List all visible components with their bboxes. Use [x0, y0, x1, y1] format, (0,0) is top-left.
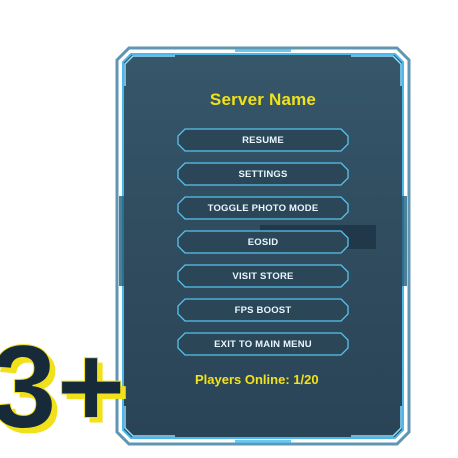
toggle-photo-mode-button[interactable]: TOGGLE PHOTO MODE	[177, 196, 349, 220]
eosid-label: EOSID	[247, 236, 279, 248]
server-name-title: Server Name	[209, 90, 317, 109]
settings-button[interactable]: SETTINGS	[177, 162, 349, 186]
pause-menu-panel: Server Name RESUME SETTINGS TOGGLE PHOTO…	[115, 46, 411, 446]
exit-to-main-menu-label: EXIT TO MAIN MENU	[214, 338, 312, 350]
visit-store-label: VISIT STORE	[232, 270, 294, 282]
logo-text-shadow: 3+	[0, 326, 131, 445]
fps-boost-label: FPS BOOST	[234, 304, 292, 316]
exit-to-main-menu-button[interactable]: EXIT TO MAIN MENU	[177, 332, 349, 356]
settings-label: SETTINGS	[238, 168, 288, 180]
toggle-photo-mode-label: TOGGLE PHOTO MODE	[207, 202, 319, 214]
three-plus-logo: 3+ 3+	[0, 321, 131, 446]
fps-boost-button[interactable]: FPS BOOST	[177, 298, 349, 322]
players-online-status: Players Online: 1/20	[195, 372, 319, 387]
visit-store-button[interactable]: VISIT STORE	[177, 264, 349, 288]
resume-label: RESUME	[242, 134, 284, 146]
eosid-button[interactable]: EOSID	[177, 230, 349, 254]
resume-button[interactable]: RESUME	[177, 128, 349, 152]
logo-text: 3+	[0, 321, 126, 445]
